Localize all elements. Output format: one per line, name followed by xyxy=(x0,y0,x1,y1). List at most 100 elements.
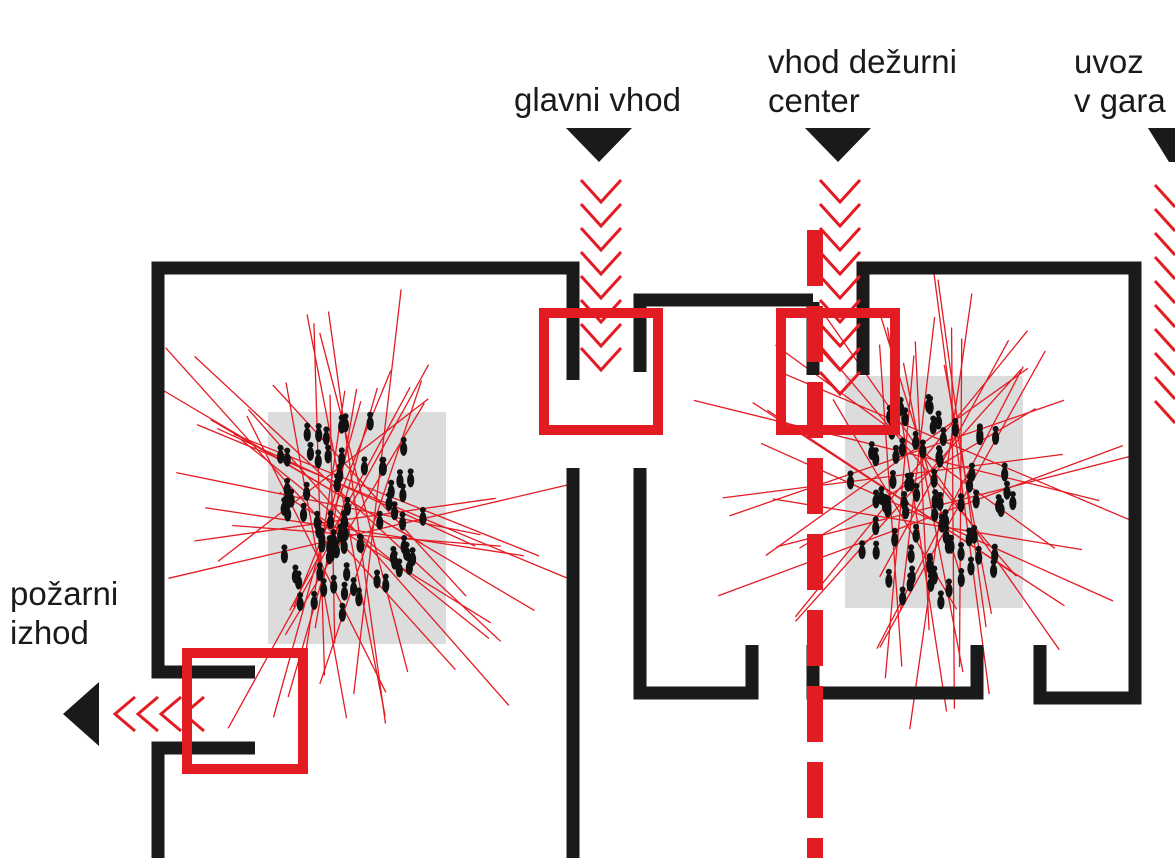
person-figure-icon xyxy=(385,491,393,511)
chevron-arrow-icon xyxy=(579,250,623,277)
person-figure-icon xyxy=(330,574,338,594)
movement-line xyxy=(779,371,1137,524)
person-figure-icon xyxy=(907,472,915,492)
person-figure-icon xyxy=(957,568,965,588)
person-figure-icon xyxy=(1009,491,1017,511)
movement-line xyxy=(205,507,524,557)
label-main-entrance: glavni vhod xyxy=(514,81,681,118)
movement-line xyxy=(293,370,392,608)
movement-line xyxy=(196,423,567,579)
person-figure-icon xyxy=(295,570,303,590)
label-garage-line1: uvoz xyxy=(1074,43,1144,80)
person-figure-icon xyxy=(891,527,899,547)
person-figure-icon xyxy=(338,602,347,622)
person-figure-icon xyxy=(1001,462,1009,482)
person-figure-icon xyxy=(340,581,349,601)
person-figure-icon xyxy=(326,510,335,530)
chevron-arrow-icon xyxy=(181,695,205,733)
corridor-wall-inner xyxy=(633,468,759,700)
chevron-arrow-icon xyxy=(1153,399,1175,425)
person-figure-icon xyxy=(972,489,980,509)
person-figure-icon xyxy=(360,456,368,476)
chevron-arrow-icon xyxy=(818,178,862,205)
person-figure-icon xyxy=(889,469,897,489)
person-figure-icon xyxy=(907,544,915,564)
person-figure-icon xyxy=(400,436,408,456)
person-figure-icon xyxy=(957,493,965,513)
chevron-arrow-icon xyxy=(112,695,136,733)
movement-line xyxy=(313,323,326,676)
chevron-arrow-icon xyxy=(579,298,623,325)
movement-line xyxy=(272,400,362,718)
person-figure-icon xyxy=(315,423,323,443)
person-figure-icon xyxy=(951,417,959,437)
person-figure-icon xyxy=(912,482,921,502)
chevron-arrow-icon xyxy=(579,202,623,229)
person-figure-icon xyxy=(931,502,939,522)
label-garage-line2: v gara xyxy=(1074,82,1166,119)
person-figure-icon xyxy=(926,553,934,573)
person-figure-icon xyxy=(340,534,348,554)
person-figure-icon xyxy=(327,541,336,561)
person-figure-icon xyxy=(341,413,350,433)
person-figure-icon xyxy=(343,496,352,516)
person-figure-icon xyxy=(884,495,892,515)
chevron-arrow-icon xyxy=(818,322,862,349)
right-room-wall-bottom xyxy=(806,645,984,700)
chevron-arrow-icon xyxy=(1153,375,1175,401)
chevron-arrow-icon xyxy=(818,202,862,229)
person-figure-icon xyxy=(302,481,311,501)
fire-exit-chevrons xyxy=(112,695,205,733)
person-figure-icon xyxy=(1003,480,1011,500)
movement-line xyxy=(914,341,930,631)
movement-line xyxy=(327,311,387,724)
person-figure-icon xyxy=(376,510,384,530)
chevron-arrow-icon xyxy=(1153,255,1175,281)
person-figure-icon xyxy=(941,509,950,529)
person-figure-icon xyxy=(390,501,399,521)
movement-line xyxy=(210,419,423,545)
person-figure-icon xyxy=(936,491,944,511)
person-figure-icon xyxy=(908,565,916,585)
right-room-wall-top2 xyxy=(856,261,1142,705)
chevron-arrow-icon xyxy=(1153,279,1175,305)
person-figure-icon xyxy=(885,568,893,588)
door-box-duty-center xyxy=(776,308,900,435)
person-figure-icon xyxy=(373,569,381,589)
person-figure-icon xyxy=(287,488,295,508)
movement-line xyxy=(814,339,1017,577)
left-room-wall-bottom xyxy=(151,741,255,858)
people-group-right xyxy=(846,394,1017,610)
movement-line xyxy=(950,327,956,709)
person-figure-icon xyxy=(968,462,976,482)
person-figure-icon xyxy=(398,511,407,531)
person-figure-icon xyxy=(937,590,945,610)
person-figure-icon xyxy=(846,470,855,490)
person-figure-icon xyxy=(892,444,900,464)
corridor-wall-top xyxy=(633,293,813,372)
movement-line xyxy=(937,279,987,628)
crowd-movement-lines-left xyxy=(156,289,572,729)
person-figure-icon xyxy=(975,545,983,565)
movement-line xyxy=(176,471,481,536)
chevron-arrow-icon xyxy=(579,274,623,301)
person-figure-icon xyxy=(419,506,427,526)
person-figure-icon xyxy=(296,592,304,612)
movement-line xyxy=(879,339,1010,578)
chevron-arrow-icon xyxy=(579,226,623,253)
person-figure-icon xyxy=(320,578,328,598)
movement-line xyxy=(776,455,1130,548)
person-figure-icon xyxy=(957,541,965,561)
person-figure-icon xyxy=(379,456,387,476)
person-figure-icon xyxy=(945,578,953,598)
person-figure-icon xyxy=(303,422,311,442)
movement-line xyxy=(165,347,456,671)
chevron-arrow-icon xyxy=(818,346,862,373)
movement-line xyxy=(718,445,1124,597)
chevron-arrow-icon xyxy=(1153,351,1175,377)
chevron-arrow-icon xyxy=(1153,303,1175,329)
person-figure-icon xyxy=(366,411,374,431)
person-figure-icon xyxy=(310,590,318,610)
movement-line xyxy=(899,316,936,611)
